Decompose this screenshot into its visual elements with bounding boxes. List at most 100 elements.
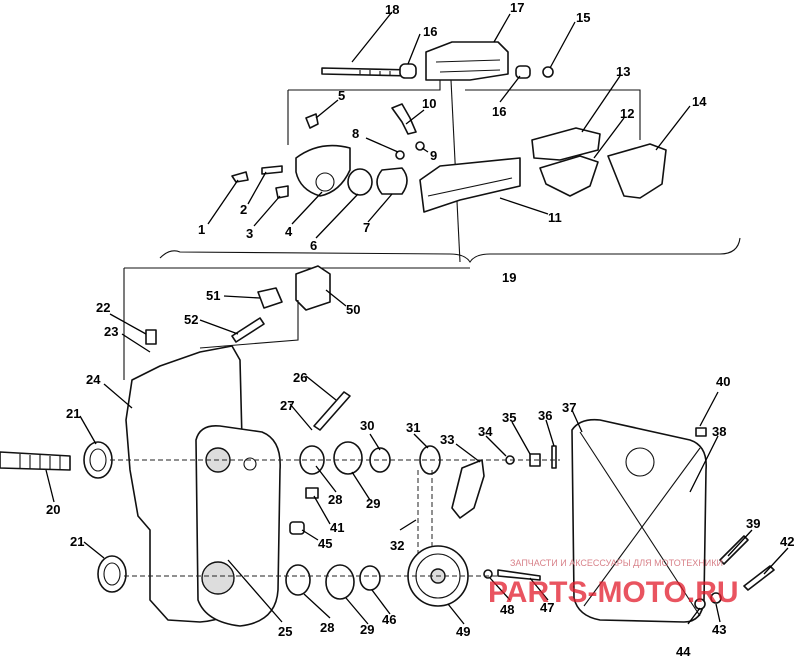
leader-40: [699, 391, 719, 427]
callout-45: 45: [318, 536, 332, 551]
upper-axis-line: [449, 59, 461, 263]
bearing-upper-inner: [89, 448, 107, 472]
leader-23: [121, 333, 151, 353]
part-11-housing: [419, 157, 521, 213]
leader-32: [399, 519, 417, 531]
part-46-spacer: [359, 565, 381, 591]
part-29-ring-upper: [333, 441, 363, 475]
part-4-cam-plate: [295, 144, 351, 197]
leader-21a: [79, 415, 97, 445]
callout-20: 20: [46, 502, 60, 517]
callout-27: 27: [280, 398, 294, 413]
leader-49: [447, 603, 465, 625]
part-14-plate: [607, 143, 667, 199]
callout-9: 9: [430, 148, 437, 163]
leader-39: [727, 529, 753, 557]
callout-18: 18: [385, 2, 399, 17]
part-20-shaft: [0, 451, 71, 471]
leader-28b: [303, 593, 331, 619]
callout-8: 8: [352, 126, 359, 141]
part-6-ring: [347, 168, 373, 196]
part-51-fitting: [257, 287, 283, 309]
leader-47: [529, 577, 549, 601]
callout-1: 1: [198, 222, 205, 237]
cam-plate-hole: [315, 172, 335, 192]
leader-21b: [83, 541, 105, 559]
leader-25: [227, 559, 283, 623]
leader-5: [315, 99, 339, 119]
leader-52: [199, 319, 239, 335]
callout-34: 34: [478, 424, 493, 439]
lower-bore: [201, 561, 235, 595]
watermark: ЗАПЧАСТИ И АКСЕССУАРЫ ДЛЯ МОТОТЕХНИКИ PA…: [488, 558, 739, 609]
callout-39: 39: [746, 516, 760, 531]
callout-16-mid: 16: [492, 104, 506, 119]
leader-6: [315, 193, 359, 239]
callout-6: 6: [310, 238, 317, 253]
leader-1: [207, 179, 239, 225]
callout-29-bottom: 29: [360, 622, 374, 637]
leader-13: [581, 75, 621, 133]
part-2-pin: [261, 165, 283, 175]
chaincase-assembly: [0, 265, 775, 627]
callout-3: 3: [246, 226, 253, 241]
callout-17: 17: [510, 0, 524, 15]
leader-3: [253, 195, 281, 227]
callout-28-top: 28: [328, 492, 342, 507]
callout-24: 24: [86, 372, 101, 387]
callout-labels: 18 16 17 15 16 5 10 13 14 12 8 9 11 1 2 …: [46, 0, 794, 659]
leader-50: [325, 289, 347, 307]
upper-assembly: [159, 41, 741, 264]
part-47-bolt: [497, 569, 541, 581]
leader-30: [369, 433, 381, 451]
callout-4: 4: [285, 224, 293, 239]
case-hole: [243, 457, 257, 471]
leader-lines: [45, 11, 789, 625]
callout-32: 32: [390, 538, 404, 553]
part-29-ring-lower: [325, 564, 355, 600]
part-33-tensioner-arm: [451, 459, 485, 519]
leader-45: [301, 529, 319, 541]
leader-33: [455, 443, 481, 463]
callout-29-top: 29: [366, 496, 380, 511]
part-28-ring-lower: [285, 564, 311, 596]
leader-10: [405, 109, 425, 125]
part-21-bearing-lower: [97, 555, 127, 593]
callout-2: 2: [240, 202, 247, 217]
leader-17: [493, 13, 511, 43]
callout-28-bottom: 28: [320, 620, 334, 635]
leader-9: [421, 147, 429, 153]
part-42-bolt: [743, 565, 775, 591]
cover-boss: [625, 447, 655, 477]
leader-11: [499, 197, 549, 215]
leader-18: [351, 11, 393, 63]
leader-44: [687, 607, 701, 625]
part-8-fitting: [395, 150, 405, 160]
callout-13: 13: [616, 64, 630, 79]
part-26-bolt: [313, 391, 351, 431]
leader-24: [103, 383, 133, 409]
leader-15: [549, 21, 576, 69]
bolt-thread: [359, 70, 401, 76]
callout-31: 31: [406, 420, 420, 435]
part-10-tube: [391, 103, 417, 135]
callout-51: 51: [206, 288, 220, 303]
leader-34: [485, 435, 507, 457]
bearing-lower-inner: [103, 562, 121, 586]
leader-28a: [315, 465, 337, 493]
leader-41: [313, 495, 331, 525]
watermark-logo: PARTS-MOTO.RU: [488, 576, 739, 609]
callout-40: 40: [716, 374, 730, 389]
callout-12: 12: [620, 106, 634, 121]
assembly-19-bracket: [159, 237, 741, 264]
leader-46: [371, 589, 391, 615]
callout-44: 44: [676, 644, 691, 659]
callout-47: 47: [540, 600, 554, 615]
part-50-bracket: [295, 265, 331, 311]
leader-35: [511, 421, 531, 455]
leader-43: [715, 603, 721, 623]
callout-22: 22: [96, 300, 110, 315]
part-36-pin: [551, 445, 557, 469]
callout-42: 42: [780, 534, 794, 549]
